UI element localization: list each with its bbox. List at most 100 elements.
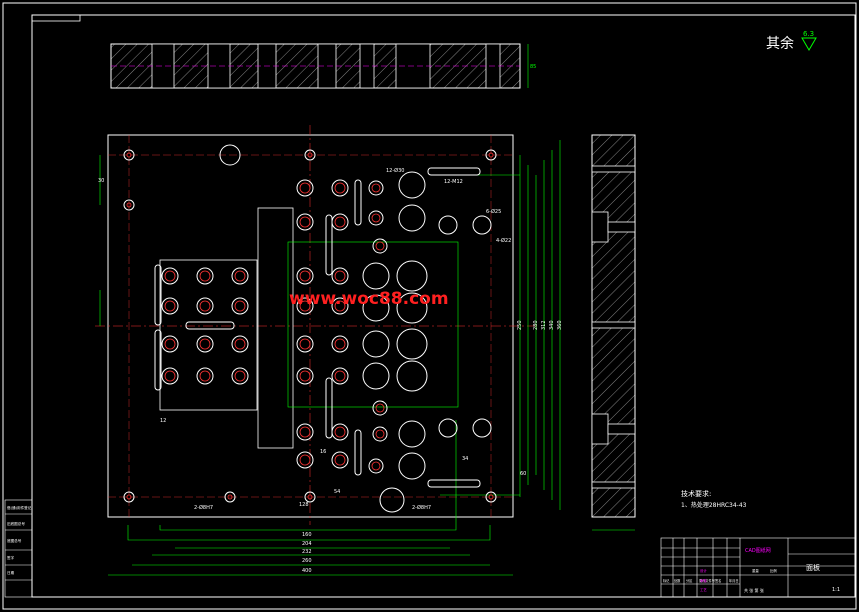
plan-view: 128 160 204 232 260 400 250 280 312 340 …: [95, 125, 563, 576]
hole: [224, 491, 236, 503]
hole: [438, 215, 458, 235]
dim-misc-2: 12: [160, 418, 166, 424]
hole-inner: [334, 300, 346, 312]
hole-inner: [375, 403, 385, 413]
hole-note-6: 2-Ø8H7: [412, 504, 431, 511]
hole: [196, 367, 214, 385]
hole: [123, 199, 135, 211]
title-header-cell: 处数: [674, 578, 681, 583]
hole: [296, 297, 314, 315]
hole-note-5: 2-Ø8H7: [194, 504, 213, 511]
hole-inner: [126, 494, 132, 500]
dim-bottom-6: 400: [302, 568, 312, 574]
hole-inner: [299, 426, 311, 438]
title-header-cell: 分区: [686, 578, 693, 583]
top-section-view: 85: [110, 43, 536, 89]
hole: [331, 451, 349, 469]
dim-misc-4: 54: [334, 489, 340, 495]
hole-note-1: 12-Ø30: [386, 167, 404, 174]
hole-inner: [371, 213, 381, 223]
roughness-value: 6.3: [803, 30, 814, 38]
dim-right-1: 250: [517, 320, 523, 330]
hole-inner: [299, 454, 311, 466]
hole: [296, 367, 314, 385]
hole: [196, 267, 214, 285]
hole: [485, 491, 497, 503]
title-weight-label: 重量: [752, 568, 759, 573]
margin-label: 借(通)用件登记: [7, 505, 32, 510]
hole: [331, 423, 349, 441]
dim-misc-6: 16: [320, 449, 326, 455]
margin-label: 日期: [7, 570, 15, 575]
hole-inner: [164, 270, 176, 282]
hole-inner: [164, 370, 176, 382]
hole-inner: [126, 202, 132, 208]
hole-inner: [227, 494, 233, 500]
title-row-label: 设计: [700, 568, 707, 573]
hole-inner: [334, 454, 346, 466]
title-sheet: 共 张 第 张: [744, 587, 764, 593]
hole-inner: [234, 370, 246, 382]
hole: [362, 294, 390, 322]
hole: [161, 335, 179, 353]
title-header-cell: 更改文件号: [699, 578, 715, 583]
title-row-label: 审核: [700, 578, 707, 583]
dim-right-2: 280: [533, 320, 539, 330]
hole: [368, 180, 384, 196]
title-header-cell: 标记: [663, 578, 670, 583]
dim-right-3: 312: [541, 320, 547, 330]
hole-inner: [371, 461, 381, 471]
hole: [296, 179, 314, 197]
hole: [161, 267, 179, 285]
hole: [296, 267, 314, 285]
hole-note-4: 4-Ø22: [496, 237, 511, 244]
hole: [331, 335, 349, 353]
hole: [331, 213, 349, 231]
hole: [362, 362, 390, 390]
hole-inner: [126, 152, 132, 158]
hole: [331, 297, 349, 315]
hole: [304, 149, 316, 161]
roughness-note: 其余: [766, 35, 794, 52]
hole: [372, 238, 388, 254]
title-row-label: 工艺: [700, 587, 707, 592]
hole-inner: [334, 370, 346, 382]
title-header-cell: 签名: [715, 578, 721, 583]
hole-inner: [299, 300, 311, 312]
dim-right-4: 340: [549, 320, 555, 330]
hole: [362, 330, 390, 358]
hole: [304, 491, 316, 503]
hole-inner: [375, 241, 385, 251]
hole: [368, 458, 384, 474]
dim-misc-5: 60: [520, 471, 526, 477]
left-margin-block: [4, 499, 33, 598]
hole: [372, 426, 388, 442]
hole: [296, 335, 314, 353]
tech-req-item-1: 1、热处理28HRC34-43: [681, 501, 747, 509]
hole: [296, 451, 314, 469]
hole: [196, 335, 214, 353]
hole-inner: [164, 338, 176, 350]
hole-inner: [199, 370, 211, 382]
hole-inner: [199, 338, 211, 350]
margin-label: 签字: [7, 555, 15, 560]
title-scale: 1:1: [832, 587, 840, 593]
hole-inner: [334, 182, 346, 194]
hole: [396, 292, 428, 324]
hole: [379, 487, 405, 513]
hole-inner: [164, 300, 176, 312]
hole: [231, 297, 249, 315]
title-drawing-name: 面板: [806, 563, 820, 572]
hole-inner: [371, 183, 381, 193]
hole-inner: [299, 370, 311, 382]
hole-inner: [334, 338, 346, 350]
dim-bottom-2: 160: [302, 532, 312, 538]
hole-inner: [307, 152, 313, 158]
hole-inner: [375, 429, 385, 439]
margin-label: 底图总号: [7, 538, 22, 543]
dim-thickness: 85: [530, 64, 536, 70]
hole-inner: [299, 338, 311, 350]
hole-inner: [334, 426, 346, 438]
title-scale-label: 比例: [770, 568, 777, 573]
